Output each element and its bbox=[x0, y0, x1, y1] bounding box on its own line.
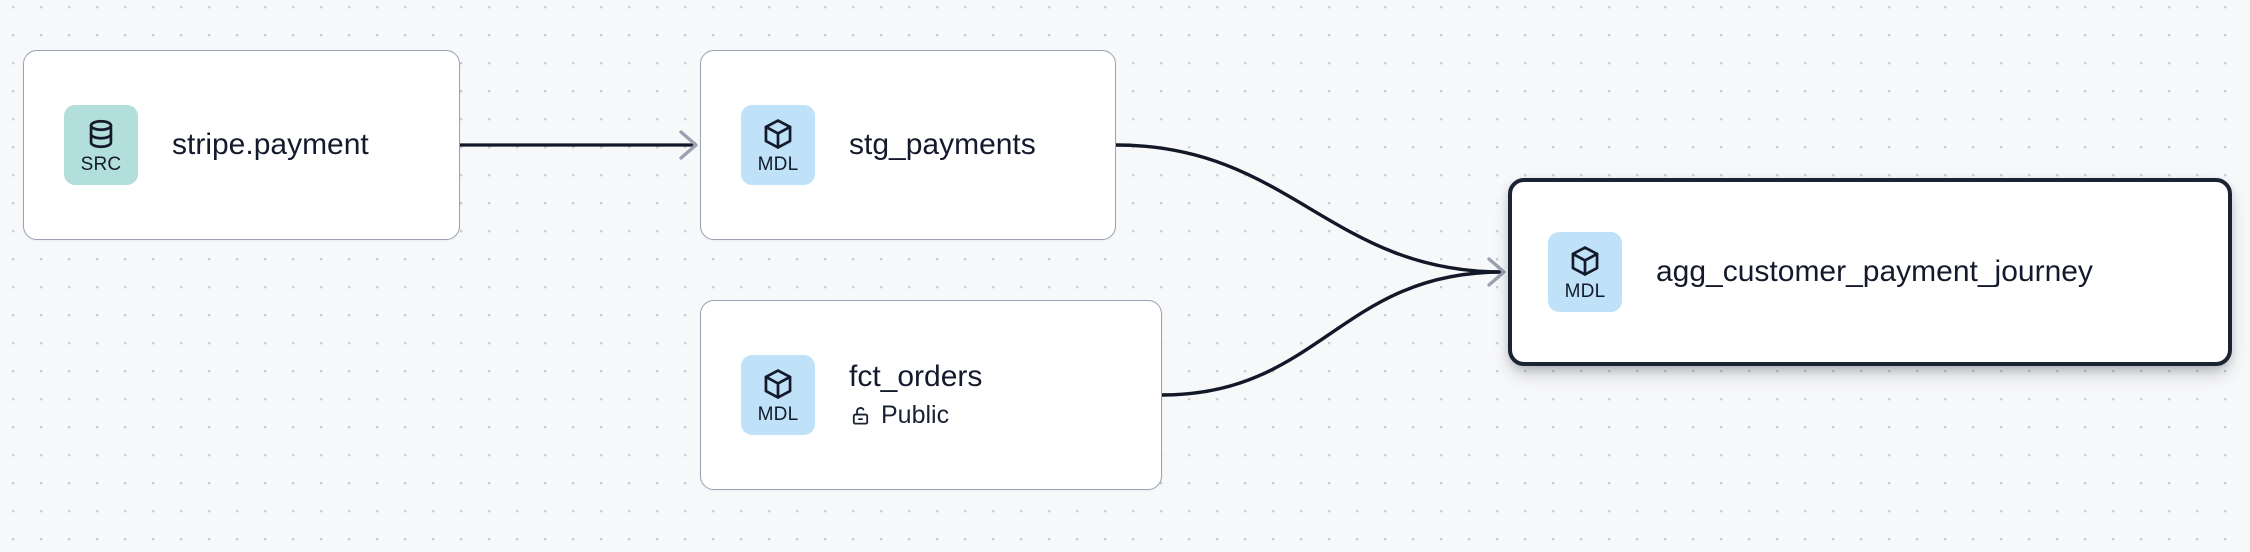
node-badge-src: SRC bbox=[64, 105, 138, 185]
cube-icon bbox=[764, 368, 792, 399]
node-badge-mdl: MDL bbox=[741, 105, 815, 185]
node-title: stg_payments bbox=[849, 127, 1036, 161]
cube-icon bbox=[764, 118, 792, 149]
node-body: stg_payments bbox=[849, 128, 1036, 163]
node-badge-label: MDL bbox=[757, 153, 799, 175]
node-stripe-payment[interactable]: SRC stripe.payment bbox=[23, 50, 460, 240]
node-body: stripe.payment bbox=[172, 128, 369, 163]
edge-fct-to-agg bbox=[1161, 270, 1503, 397]
node-agg-customer-payment-journey[interactable]: MDL agg_customer_payment_journey bbox=[1508, 178, 2232, 366]
chevron-right-icon bbox=[679, 130, 698, 160]
node-badge-mdl: MDL bbox=[1548, 232, 1622, 312]
node-fct-orders[interactable]: MDL fct_orders Public bbox=[700, 300, 1162, 490]
cube-icon bbox=[1571, 245, 1599, 276]
node-title: agg_customer_payment_journey bbox=[1656, 254, 2093, 288]
database-icon bbox=[89, 119, 113, 148]
edge-stg-to-agg bbox=[1115, 143, 1503, 274]
unlock-icon bbox=[852, 406, 869, 425]
node-stg-payments[interactable]: MDL stg_payments bbox=[700, 50, 1116, 240]
node-badge-label: MDL bbox=[1564, 280, 1606, 302]
chevron-right-icon bbox=[1487, 257, 1506, 287]
node-body: fct_orders Public bbox=[849, 360, 982, 429]
node-badge-label: SRC bbox=[80, 153, 122, 175]
node-title: fct_orders bbox=[849, 360, 983, 394]
node-visibility: Public bbox=[849, 401, 982, 430]
node-badge-label: MDL bbox=[757, 403, 799, 425]
node-body: agg_customer_payment_journey bbox=[1656, 255, 2093, 290]
node-visibility-label: Public bbox=[881, 400, 950, 429]
node-title: stripe.payment bbox=[172, 127, 369, 161]
node-badge-mdl: MDL bbox=[741, 355, 815, 435]
